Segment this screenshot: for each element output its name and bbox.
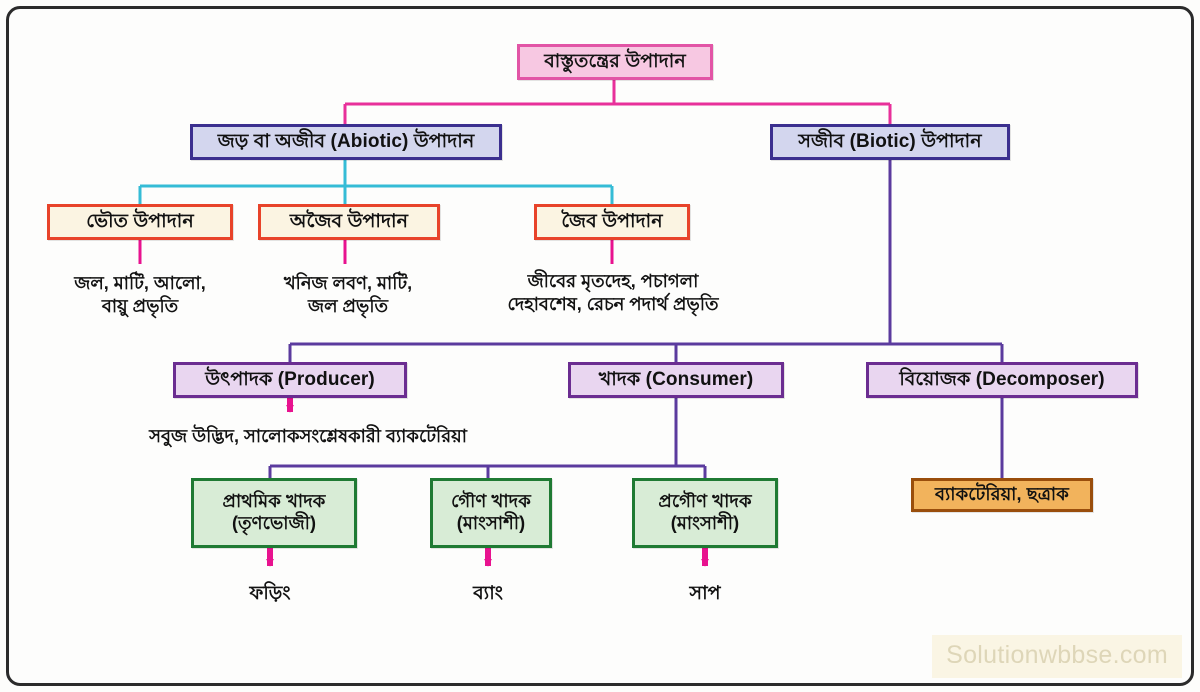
node-physical-components[interactable]: ভৌত উপাদান [47,204,233,240]
site-watermark: Solutionwbbse.com [932,635,1182,678]
node-root-ecosystem-components[interactable]: বাস্তুতন্ত্রের উপাদান [517,44,713,80]
caption-primary-consumer-example: ফড়িং [249,583,291,604]
node-biotic-components[interactable]: সজীব (Biotic) উপাদান [770,124,1010,160]
node-inorganic-components[interactable]: অজৈব উপাদান [258,204,440,240]
caption-tertiary-consumer-example: সাপ [689,583,721,604]
node-producer[interactable]: উৎপাদক (Producer) [173,362,407,398]
caption-producer-examples: সবুজ উদ্ভিদ, সালোকসংশ্লেষকারী ব্যাকটেরিয… [149,426,467,446]
caption-organic-examples: জীবের মৃতদেহ, পচাগলা দেহাবশেষ, রেচন পদার… [507,271,719,315]
caption-physical-examples: জল, মাটি, আলো, বায়ু প্রভৃতি [74,273,206,317]
node-abiotic-components[interactable]: জড় বা অজীব (Abiotic) উপাদান [190,124,502,160]
caption-inorganic-examples: খনিজ লবণ, মাটি, জল প্রভৃতি [283,273,413,317]
node-tertiary-consumer[interactable]: প্রগৌণ খাদক (মাংসাশী) [632,478,778,548]
node-consumer[interactable]: খাদক (Consumer) [568,362,784,398]
node-decomposer-examples[interactable]: ব্যাকটেরিয়া, ছত্রাক [911,478,1093,512]
caption-secondary-consumer-example: ব্যাং [473,583,503,604]
page-border-frame [6,6,1194,686]
node-organic-components[interactable]: জৈব উপাদান [534,204,690,240]
node-primary-consumer[interactable]: প্রাথমিক খাদক (তৃণভোজী) [191,478,357,548]
node-secondary-consumer[interactable]: গৌণ খাদক (মাংসাশী) [430,478,552,548]
node-decomposer[interactable]: বিয়োজক (Decomposer) [866,362,1138,398]
